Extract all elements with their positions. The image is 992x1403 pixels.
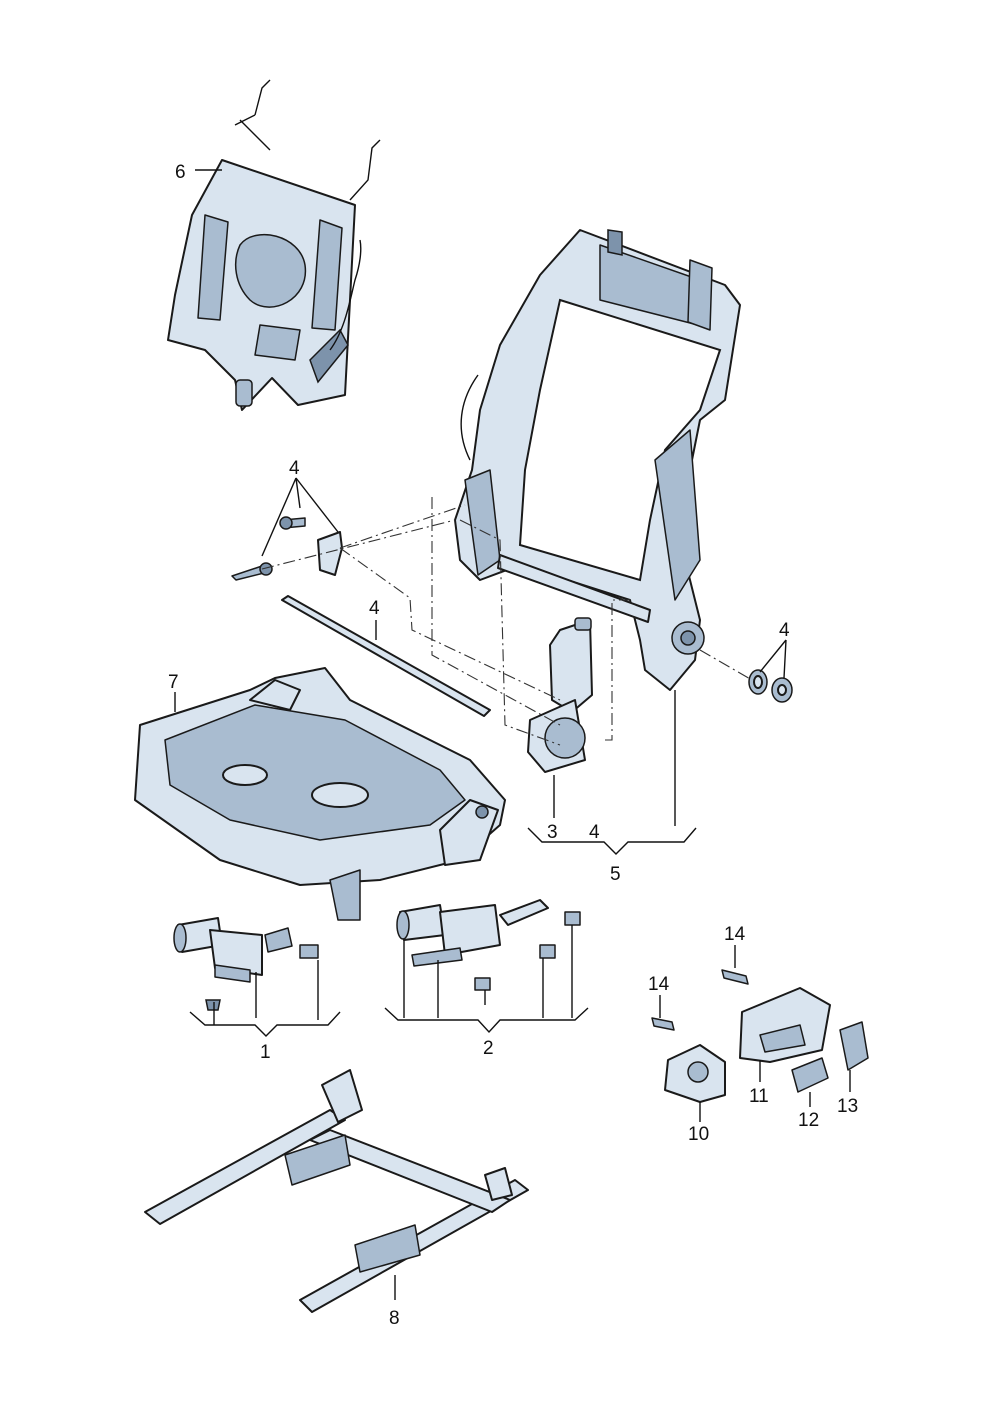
seat-switches bbox=[651, 945, 869, 1122]
adjust-motor-1 bbox=[173, 917, 341, 1037]
callout-14-b: 14 bbox=[648, 974, 670, 995]
callout-5: 5 bbox=[610, 864, 621, 885]
callout-4-rod: 4 bbox=[369, 598, 380, 619]
nuts-right bbox=[748, 639, 793, 703]
callout-7: 7 bbox=[168, 672, 179, 693]
adjust-motor-2 bbox=[384, 899, 589, 1034]
lumbar-support-plate bbox=[167, 79, 381, 411]
callout-4-top: 4 bbox=[289, 458, 300, 479]
callout-11: 11 bbox=[749, 1086, 769, 1107]
callout-1: 1 bbox=[260, 1042, 271, 1063]
callout-8: 8 bbox=[389, 1308, 400, 1329]
callout-4-right: 4 bbox=[779, 620, 790, 641]
callout-3: 3 bbox=[547, 822, 558, 843]
callout-4-group: 4 bbox=[589, 822, 600, 843]
seat-rails bbox=[144, 1069, 529, 1313]
seatback-frame bbox=[454, 229, 741, 691]
callout-12: 12 bbox=[798, 1110, 819, 1131]
assembly-lines bbox=[261, 497, 753, 746]
callout-14-a: 14 bbox=[724, 924, 746, 945]
seat-pan-frame bbox=[134, 667, 506, 921]
callout-labels: 6 4 4 4 7 3 4 5 1 2 14 14 11 12 13 10 8 bbox=[168, 162, 858, 1329]
recliner-motor bbox=[527, 617, 593, 818]
bracket-and-bolts bbox=[231, 477, 343, 581]
group-bracket-5 bbox=[527, 690, 697, 855]
callout-13: 13 bbox=[837, 1096, 858, 1117]
callout-6: 6 bbox=[175, 162, 186, 183]
cross-rod bbox=[281, 595, 491, 717]
callout-10: 10 bbox=[688, 1124, 709, 1145]
callout-2: 2 bbox=[483, 1038, 494, 1059]
